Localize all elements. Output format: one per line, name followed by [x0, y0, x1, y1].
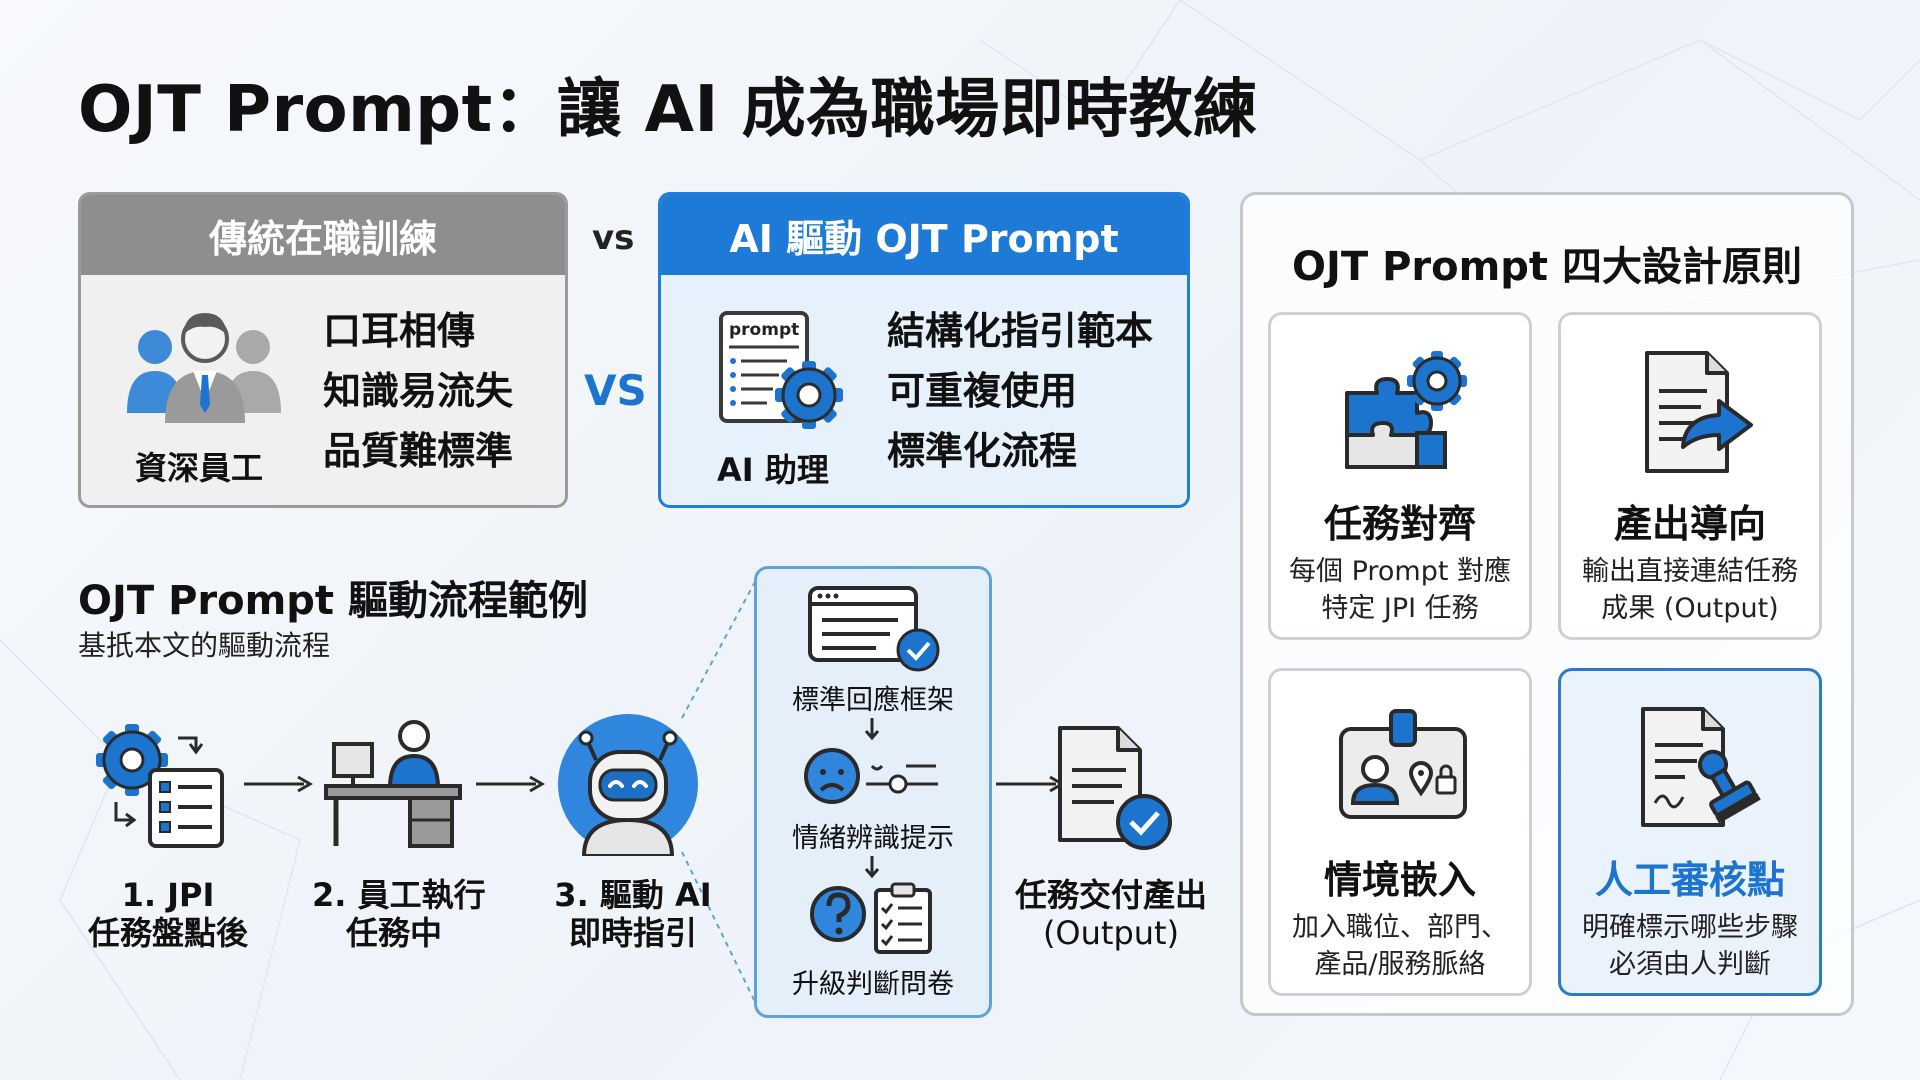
- flow-step-2-label: 2. 員工執行 任務中: [312, 876, 486, 952]
- id-badge-icon: [1339, 709, 1467, 819]
- step-line: 任務盤點後: [88, 914, 249, 952]
- ai-point: 標準化流程: [887, 429, 1078, 473]
- flow-title: OJT Prompt 驅動流程範例: [78, 578, 588, 624]
- ai-point: 結構化指引範本: [887, 309, 1154, 353]
- response-framework-window-icon: [808, 586, 940, 672]
- prompt-document-gear-icon: prompt: [719, 311, 843, 429]
- principles-title: OJT Prompt 四大設計原則: [1292, 244, 1802, 290]
- ai-robot-icon: [558, 714, 698, 856]
- guide-label-escalation-questionnaire: 升級判斷問卷: [792, 969, 954, 1000]
- output-document-check-icon: [1058, 726, 1172, 850]
- principle-description: 每個 Prompt 對應 特定 JPI 任務: [1271, 553, 1529, 627]
- principle-card-output-oriented: 產出導向 輸出直接連結任務 成果 (Output): [1558, 312, 1822, 640]
- senior-employee-caption: 資深員工: [135, 449, 264, 487]
- flow-subtitle: 基扺本文的驅動流程: [78, 629, 331, 662]
- principle-card-context-embedding: 情境嵌入 加入職位、部門、 產品/服務脈絡: [1268, 668, 1532, 996]
- guide-down-arrow: [864, 856, 880, 879]
- prompt-doc-label: prompt: [729, 320, 799, 340]
- page-title: OJT Prompt：讓 AI 成為職場即時教練: [78, 73, 1258, 147]
- principle-desc-line: 每個 Prompt 對應: [1288, 556, 1512, 587]
- principle-card-human-review: 人工審核點 明確標示哪些步驟 必須由人判斷: [1558, 668, 1822, 996]
- vs-label: vs: [592, 218, 635, 258]
- guide-label-response-framework: 標準回應框架: [792, 685, 954, 716]
- document-arrow-icon: [1645, 351, 1753, 473]
- principle-name: 任務對齊: [1323, 502, 1476, 546]
- employee-desk-icon: [324, 720, 462, 848]
- principle-desc-line: 必須由人判斷: [1609, 949, 1771, 980]
- vs-highlight-label: VS: [584, 366, 647, 415]
- principle-card-task-alignment: 任務對齊 每個 Prompt 對應 特定 JPI 任務: [1268, 312, 1532, 640]
- principle-name: 情境嵌入: [1323, 858, 1476, 902]
- flow-arrow: [476, 775, 545, 793]
- traditional-points-list: 口耳相傳 知識易流失 品質難標準: [323, 301, 513, 481]
- ai-ojt-box: AI 驅動 OJT Prompt prompt AI 助理 結構化指引範本 可重…: [658, 192, 1190, 508]
- step-line: 3. 驅動 AI: [554, 876, 712, 914]
- guide-label-emotion-recognition: 情緒辨識提示: [792, 823, 954, 854]
- puzzle-gear-icon: [1345, 351, 1467, 469]
- principle-name: 產出導向: [1613, 502, 1766, 546]
- output-line: (Output): [1042, 914, 1180, 952]
- output-line: 任務交付產出: [1014, 876, 1207, 914]
- principle-desc-line: 特定 JPI 任務: [1321, 593, 1479, 624]
- traditional-point: 品質難標準: [323, 429, 514, 473]
- principle-desc-line: 產品/服務脈絡: [1314, 949, 1486, 980]
- senior-employees-icon: [127, 313, 281, 423]
- output-label: 任務交付產出 (Output): [1006, 876, 1216, 952]
- escalation-questionnaire-icon: [810, 882, 932, 954]
- emotion-recognition-icon: [804, 748, 938, 804]
- jpi-checklist-gear-icon: [96, 724, 224, 848]
- traditional-point: 口耳相傳: [323, 309, 476, 353]
- principle-desc-line: 加入職位、部門、: [1292, 912, 1508, 943]
- flow-step-3-label: 3. 驅動 AI 即時指引: [548, 876, 718, 952]
- traditional-training-header: 傳統在職訓練: [81, 195, 565, 275]
- principle-desc-line: 成果 (Output): [1601, 593, 1779, 624]
- ai-point: 可重複使用: [887, 369, 1078, 413]
- ai-ojt-header: AI 驅動 OJT Prompt: [661, 195, 1187, 275]
- ai-assistant-caption: AI 助理: [717, 451, 829, 489]
- step-line: 即時指引: [568, 914, 697, 952]
- principle-description: 明確標示哪些步驟 必須由人判斷: [1561, 909, 1819, 983]
- guide-down-arrow: [864, 718, 880, 741]
- flow-arrow: [244, 775, 313, 793]
- step-line: 2. 員工執行: [312, 876, 486, 914]
- document-stamp-icon: [1641, 707, 1761, 827]
- principle-name: 人工審核點: [1594, 858, 1785, 902]
- step-line: 任務中: [345, 914, 442, 952]
- principle-description: 加入職位、部門、 產品/服務脈絡: [1271, 909, 1529, 983]
- principle-description: 輸出直接連結任務 成果 (Output): [1561, 553, 1819, 627]
- traditional-point: 知識易流失: [323, 369, 514, 413]
- step-line: 1. JPI: [121, 876, 215, 914]
- flow-step-1-label: 1. JPI 任務盤點後: [88, 876, 248, 952]
- principle-desc-line: 輸出直接連結任務: [1582, 556, 1798, 587]
- traditional-training-box: 傳統在職訓練 資深員工 口耳相傳 知識易流失 品質難標準: [78, 192, 568, 508]
- principle-desc-line: 明確標示哪些步驟: [1582, 912, 1798, 943]
- ai-points-list: 結構化指引範本 可重複使用 標準化流程: [887, 301, 1153, 481]
